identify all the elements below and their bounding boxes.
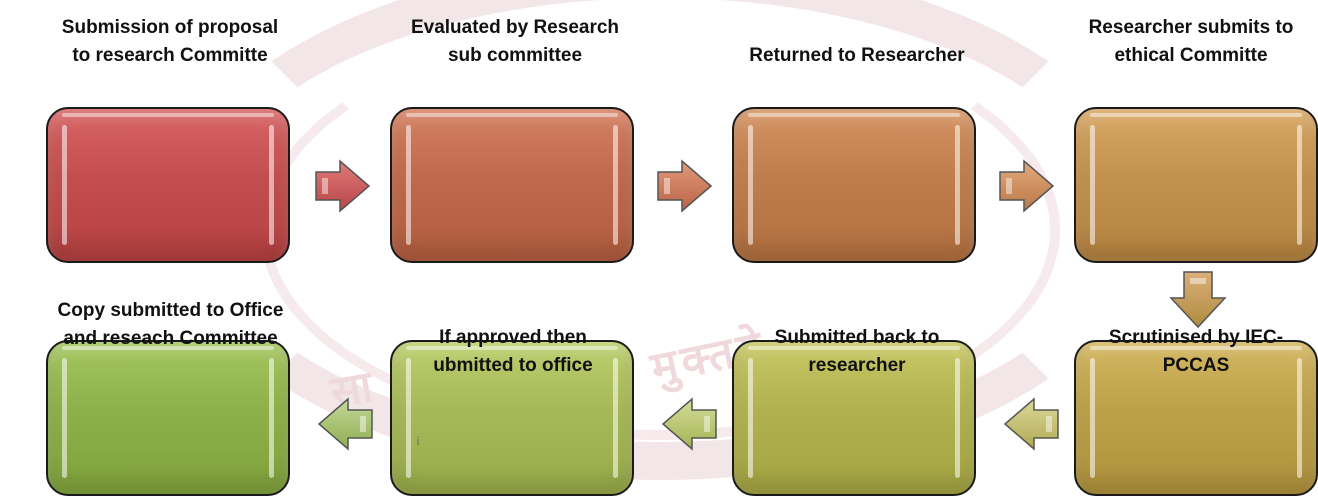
step-box-submitted-back	[732, 340, 976, 496]
step-label-if-approved: If approved then ubmitted to office	[433, 327, 593, 376]
step-label-submission: Submission of proposal to research Commi…	[61, 17, 279, 66]
step-box-scrutinised	[1074, 340, 1318, 496]
arrow-right-icon	[657, 159, 713, 213]
step-box-evaluated	[390, 107, 634, 263]
arrow-right-icon	[315, 159, 371, 213]
arrow-left-icon	[661, 397, 717, 451]
step-label-ethical: Researcher submits to ethical Committe	[1088, 17, 1294, 66]
step-label-scrutinised: Scrutinised by IEC-PCCAS	[1108, 327, 1284, 376]
step-label-evaluated: Evaluated by Research sub committee	[410, 17, 620, 66]
arrow-down-icon	[1169, 271, 1227, 329]
arrow-right-icon	[999, 159, 1055, 213]
step-label-returned: Returned to Researcher	[749, 45, 965, 66]
step-label-submitted-back: Submitted back to researcher	[774, 327, 940, 376]
stray-text-mark: ¡	[416, 432, 420, 446]
arrow-left-icon	[1003, 397, 1059, 451]
arrow-left-icon	[317, 397, 373, 451]
step-box-if-approved	[390, 340, 634, 496]
step-box-ethical	[1074, 107, 1318, 263]
step-box-returned	[732, 107, 976, 263]
step-box-copy-submitted	[46, 340, 290, 496]
step-label-copy-submitted: Copy submitted to Office and reseach Com…	[57, 300, 284, 349]
step-box-submission	[46, 107, 290, 263]
